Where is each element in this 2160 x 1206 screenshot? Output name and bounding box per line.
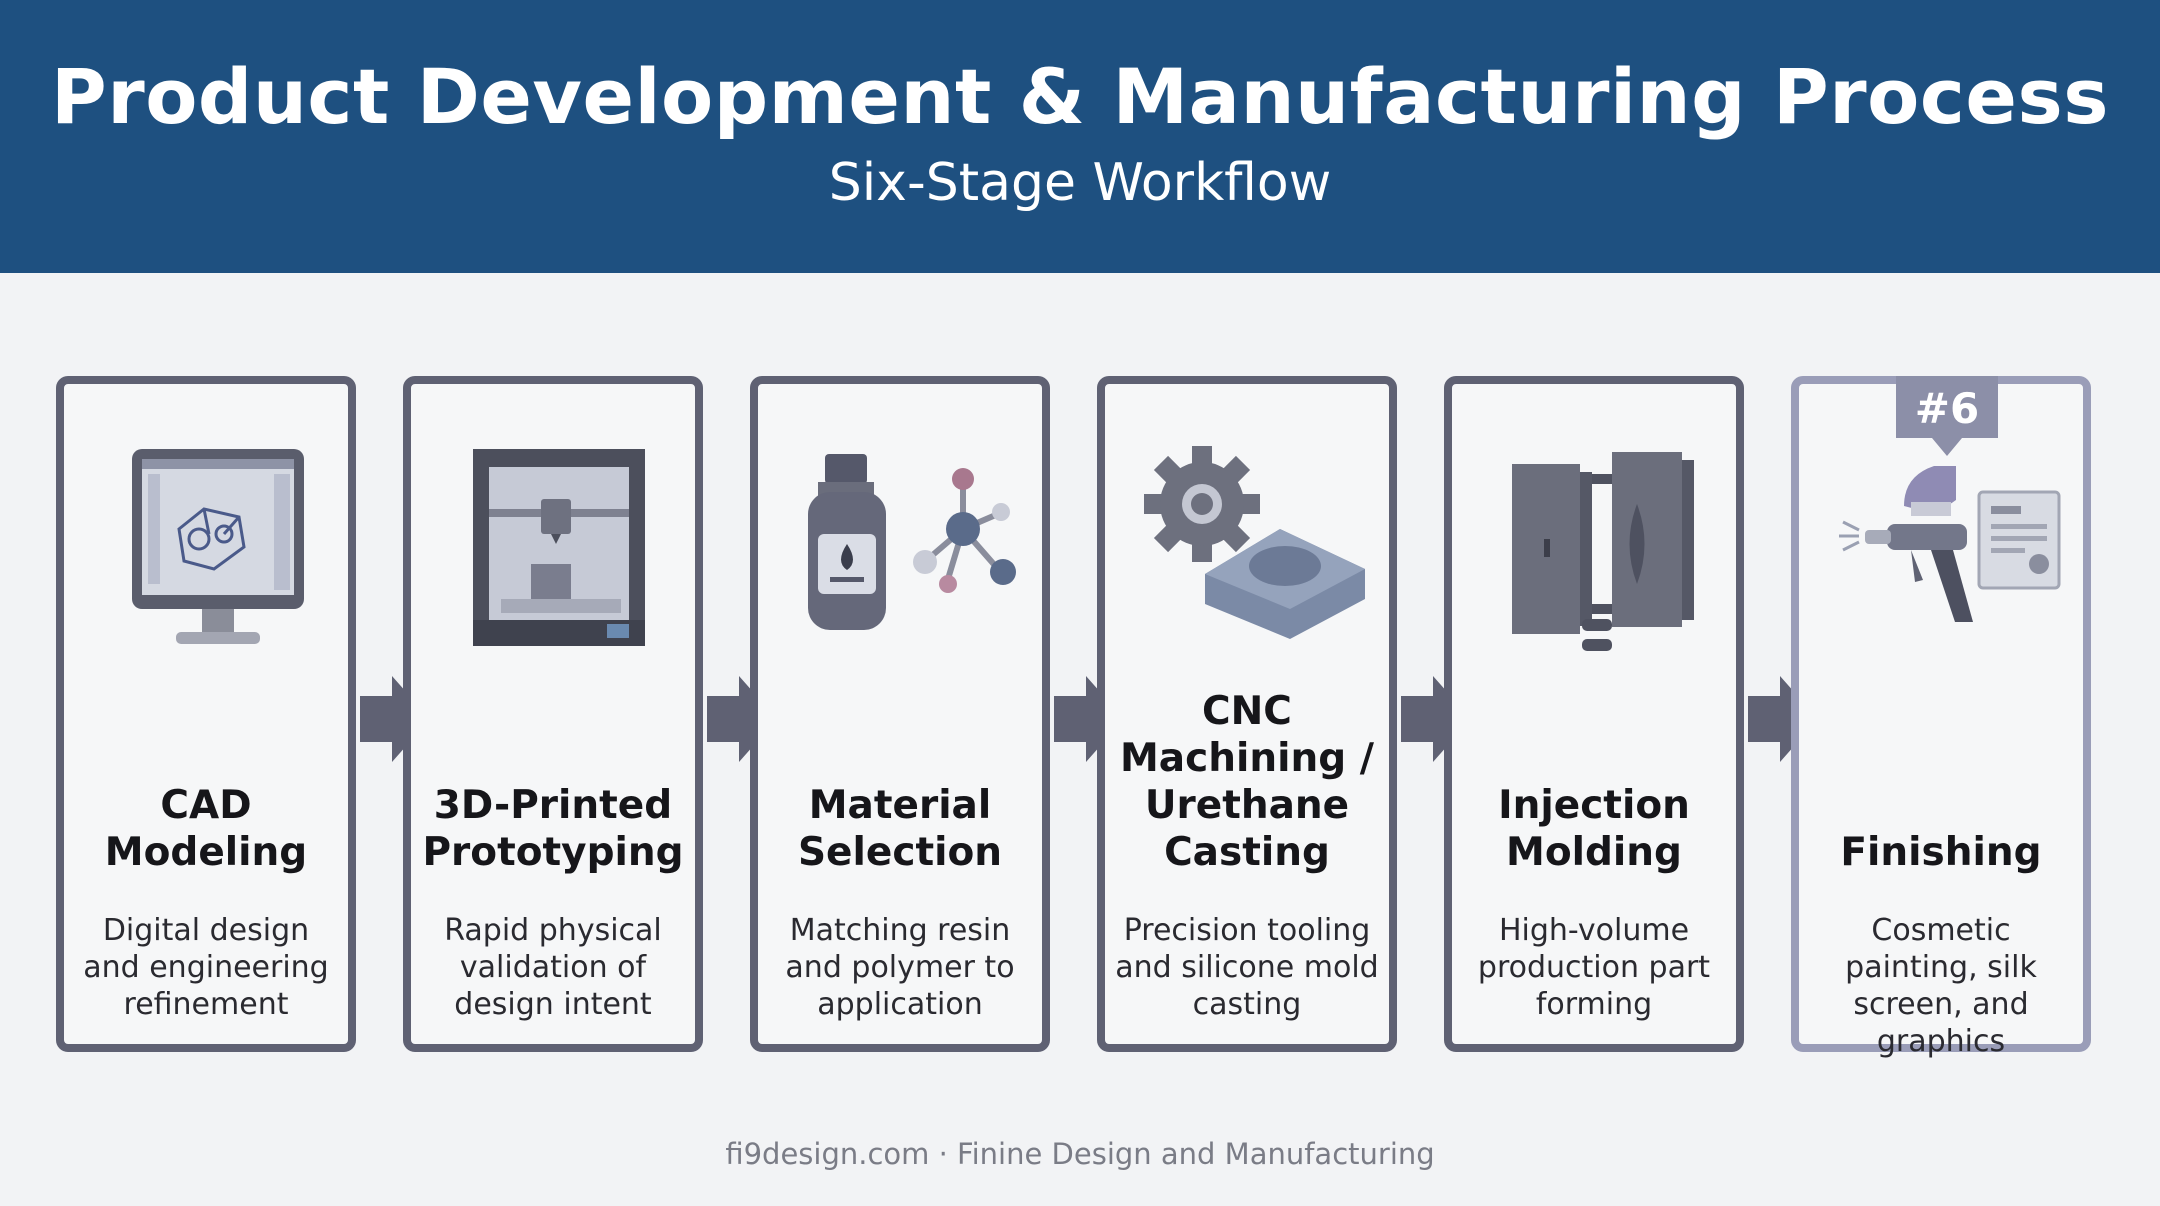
stage-card-injection-molding: Injection Molding High-volume production… — [1444, 376, 1744, 1052]
stage-description: High-volume production part forming — [1477, 913, 1711, 1022]
page-subtitle: Six-Stage Workflow — [828, 153, 1332, 213]
stage-card-3d-printing: 3D-Printed Prototyping Rapid physical va… — [403, 376, 703, 1052]
stage-number-badge — [1896, 376, 1998, 456]
stage-description: Digital design and engineering refinemen… — [83, 913, 329, 1022]
footer-credit: fi9design.com · Finine Design and Manufa… — [725, 1137, 1435, 1171]
computer-monitor-icon — [132, 449, 304, 644]
stage-label: CNC Machining / Urethane Casting — [1119, 689, 1374, 875]
stage-card-finishing: Finishing Cosmetic painting, silk screen… — [1791, 376, 2091, 1059]
spray-gun-document-icon — [1839, 466, 2061, 622]
flow-arrow-icon — [1054, 676, 1124, 762]
stage-card-material-selection: Material Selection Matching resin and po… — [750, 376, 1050, 1052]
gear-mold-icon — [1144, 446, 1365, 639]
header-banner: Product Development & Manufacturing Proc… — [0, 0, 2160, 273]
stage-description: Cosmetic painting, silk screen, and grap… — [1845, 913, 2037, 1059]
stage-card-cnc-urethane: CNC Machining / Urethane Casting Precisi… — [1097, 376, 1397, 1052]
stage-label: Injection Molding — [1498, 783, 1690, 875]
stage-description: Precision tooling and silicone mold cast… — [1115, 913, 1379, 1022]
resin-bottle-molecule-icon — [808, 454, 1016, 630]
stage-description: Matching resin and polymer to applicatio… — [785, 913, 1015, 1022]
flow-arrow-icon — [360, 676, 430, 762]
stage-label: 3D-Printed Prototyping — [422, 783, 684, 875]
stage-label: CAD Modeling — [104, 783, 308, 875]
stage-label: Finishing — [1840, 830, 2042, 875]
stage-number-text: #6 — [1914, 384, 1980, 433]
page-title: Product Development & Manufacturing Proc… — [51, 52, 2109, 141]
flow-arrow-icon — [1748, 676, 1818, 762]
injection-mold-icon — [1512, 452, 1694, 651]
stage-label: Material Selection — [797, 783, 1003, 875]
flow-arrow-icon — [707, 676, 777, 762]
3d-printer-icon — [473, 449, 645, 646]
stage-description: Rapid physical validation of design inte… — [444, 913, 662, 1022]
flow-arrow-icon — [1401, 676, 1471, 762]
stage-card-cad-modeling: CAD Modeling Digital design and engineer… — [56, 376, 356, 1052]
